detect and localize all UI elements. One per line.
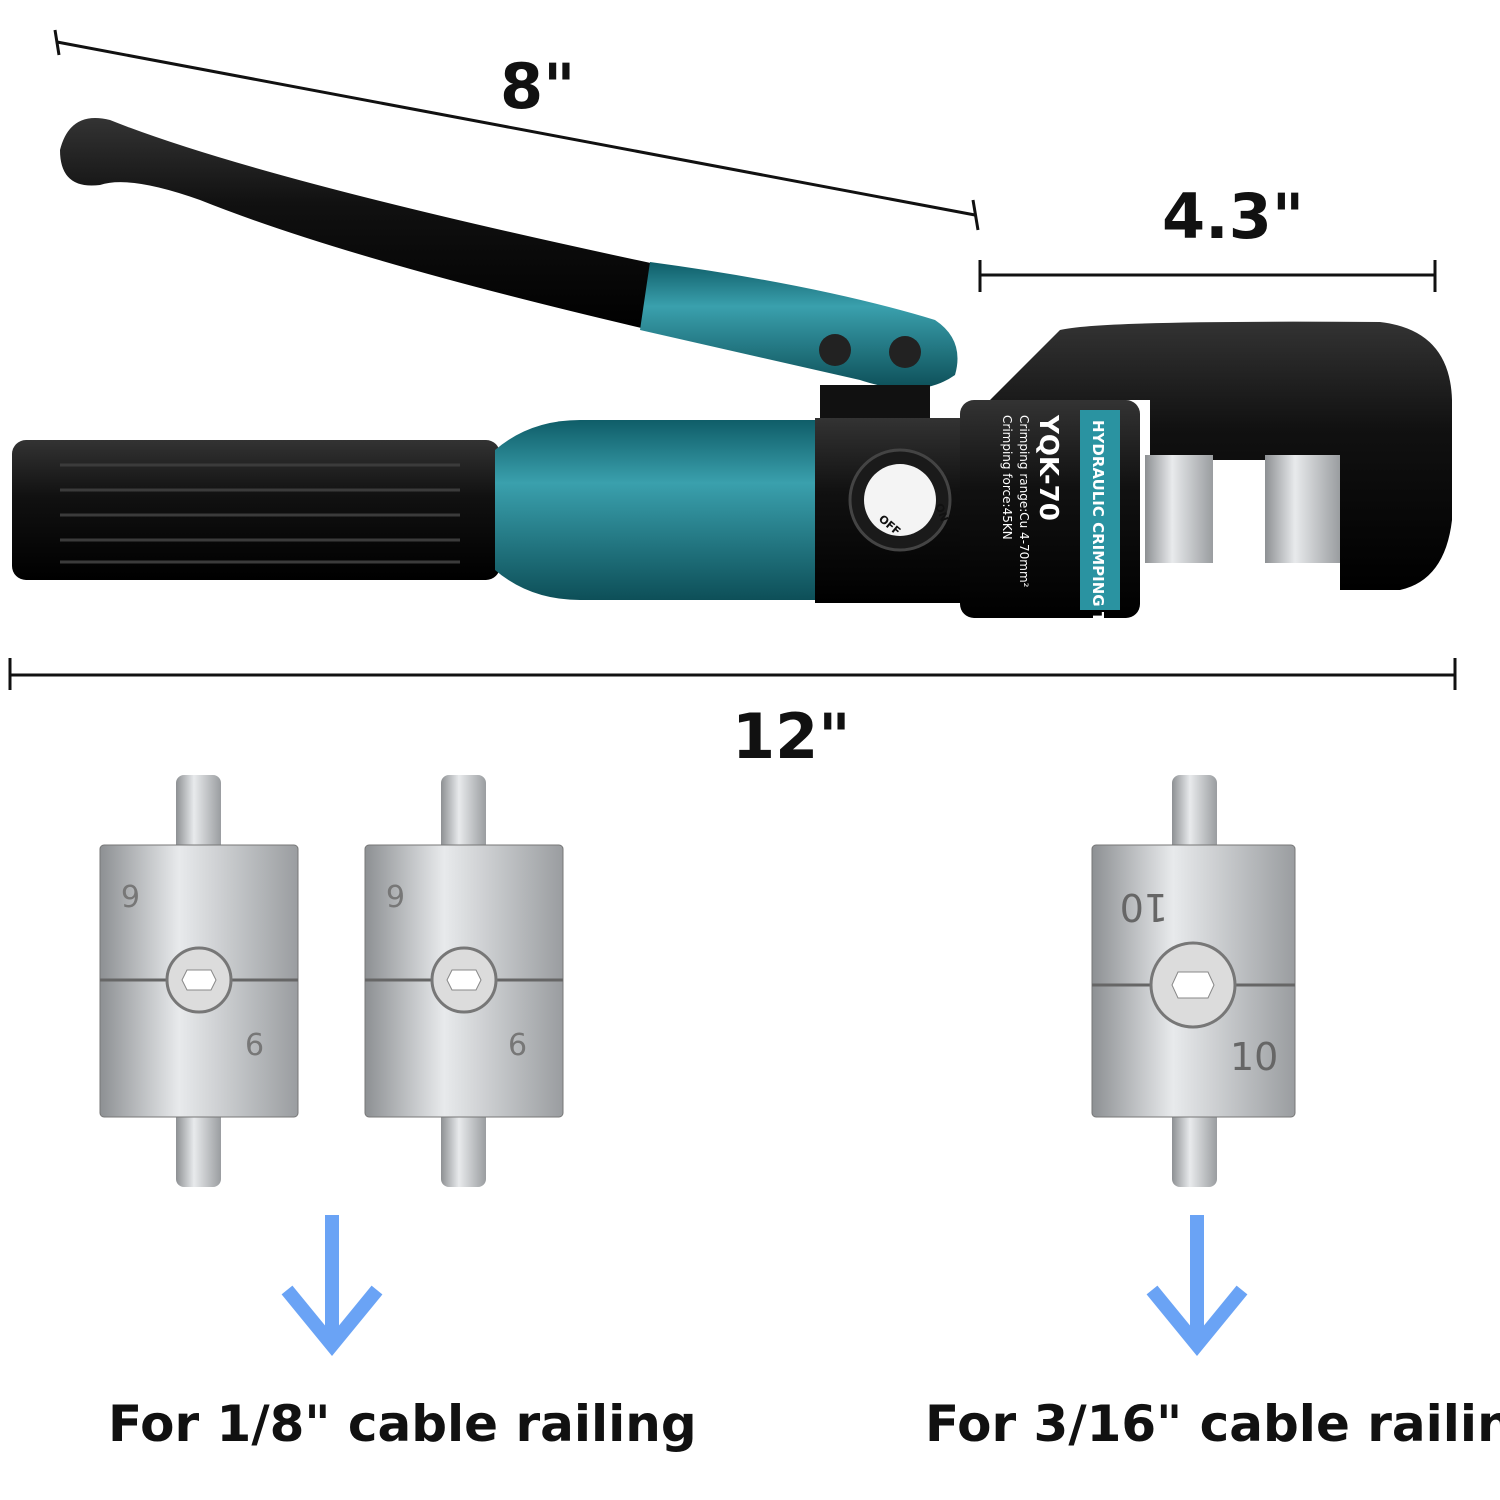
lever-grip xyxy=(60,118,660,330)
dimension-label-8in: 8" xyxy=(500,50,576,123)
arrow-down-icon xyxy=(1146,1215,1248,1357)
caption-3-16-cable: For 3/16" cable railing xyxy=(925,1395,1500,1453)
crimping-range-label: Crimping range:Cu 4-70mm² xyxy=(1017,415,1031,588)
die-size-mark: 10 xyxy=(1120,885,1168,929)
installed-die-left xyxy=(1145,455,1213,563)
dimension-line-12in xyxy=(8,658,1457,690)
arrow-down-icon xyxy=(281,1215,383,1357)
dimension-label-12in: 12" xyxy=(732,700,851,773)
die-size-mark: 10 xyxy=(1230,1035,1278,1079)
hydraulic-cylinder xyxy=(495,420,820,600)
die-size-mark: 6 xyxy=(508,1028,527,1063)
dimension-label-4-3in: 4.3" xyxy=(1162,180,1305,253)
installed-die-right xyxy=(1265,455,1340,563)
valve-on-label: ON xyxy=(932,502,951,524)
handle-grip xyxy=(12,440,500,580)
crimp-head xyxy=(990,321,1452,590)
pivot-bolt xyxy=(889,336,921,368)
die-10: 10 10 xyxy=(1091,775,1296,1187)
lever-arm xyxy=(640,262,958,389)
die-size-mark: 6 xyxy=(245,1028,264,1063)
dimension-line-8in xyxy=(53,29,980,231)
dimension-line-4-3in xyxy=(978,260,1437,292)
model-label: YQK-70 xyxy=(1033,414,1063,521)
crimping-force-label: Crimping force:45KN xyxy=(1000,415,1014,540)
label-band-text: HYDRAULIC CRIMPING TOOL xyxy=(1089,420,1107,658)
caption-1-8-cable: For 1/8" cable railing xyxy=(108,1395,697,1453)
die-size-mark: 6 xyxy=(121,877,140,912)
die-6-a: 6 6 xyxy=(99,775,299,1187)
die-size-mark: 6 xyxy=(386,877,405,912)
die-6-b: 6 6 xyxy=(364,775,564,1187)
pivot-bolt xyxy=(819,334,851,366)
